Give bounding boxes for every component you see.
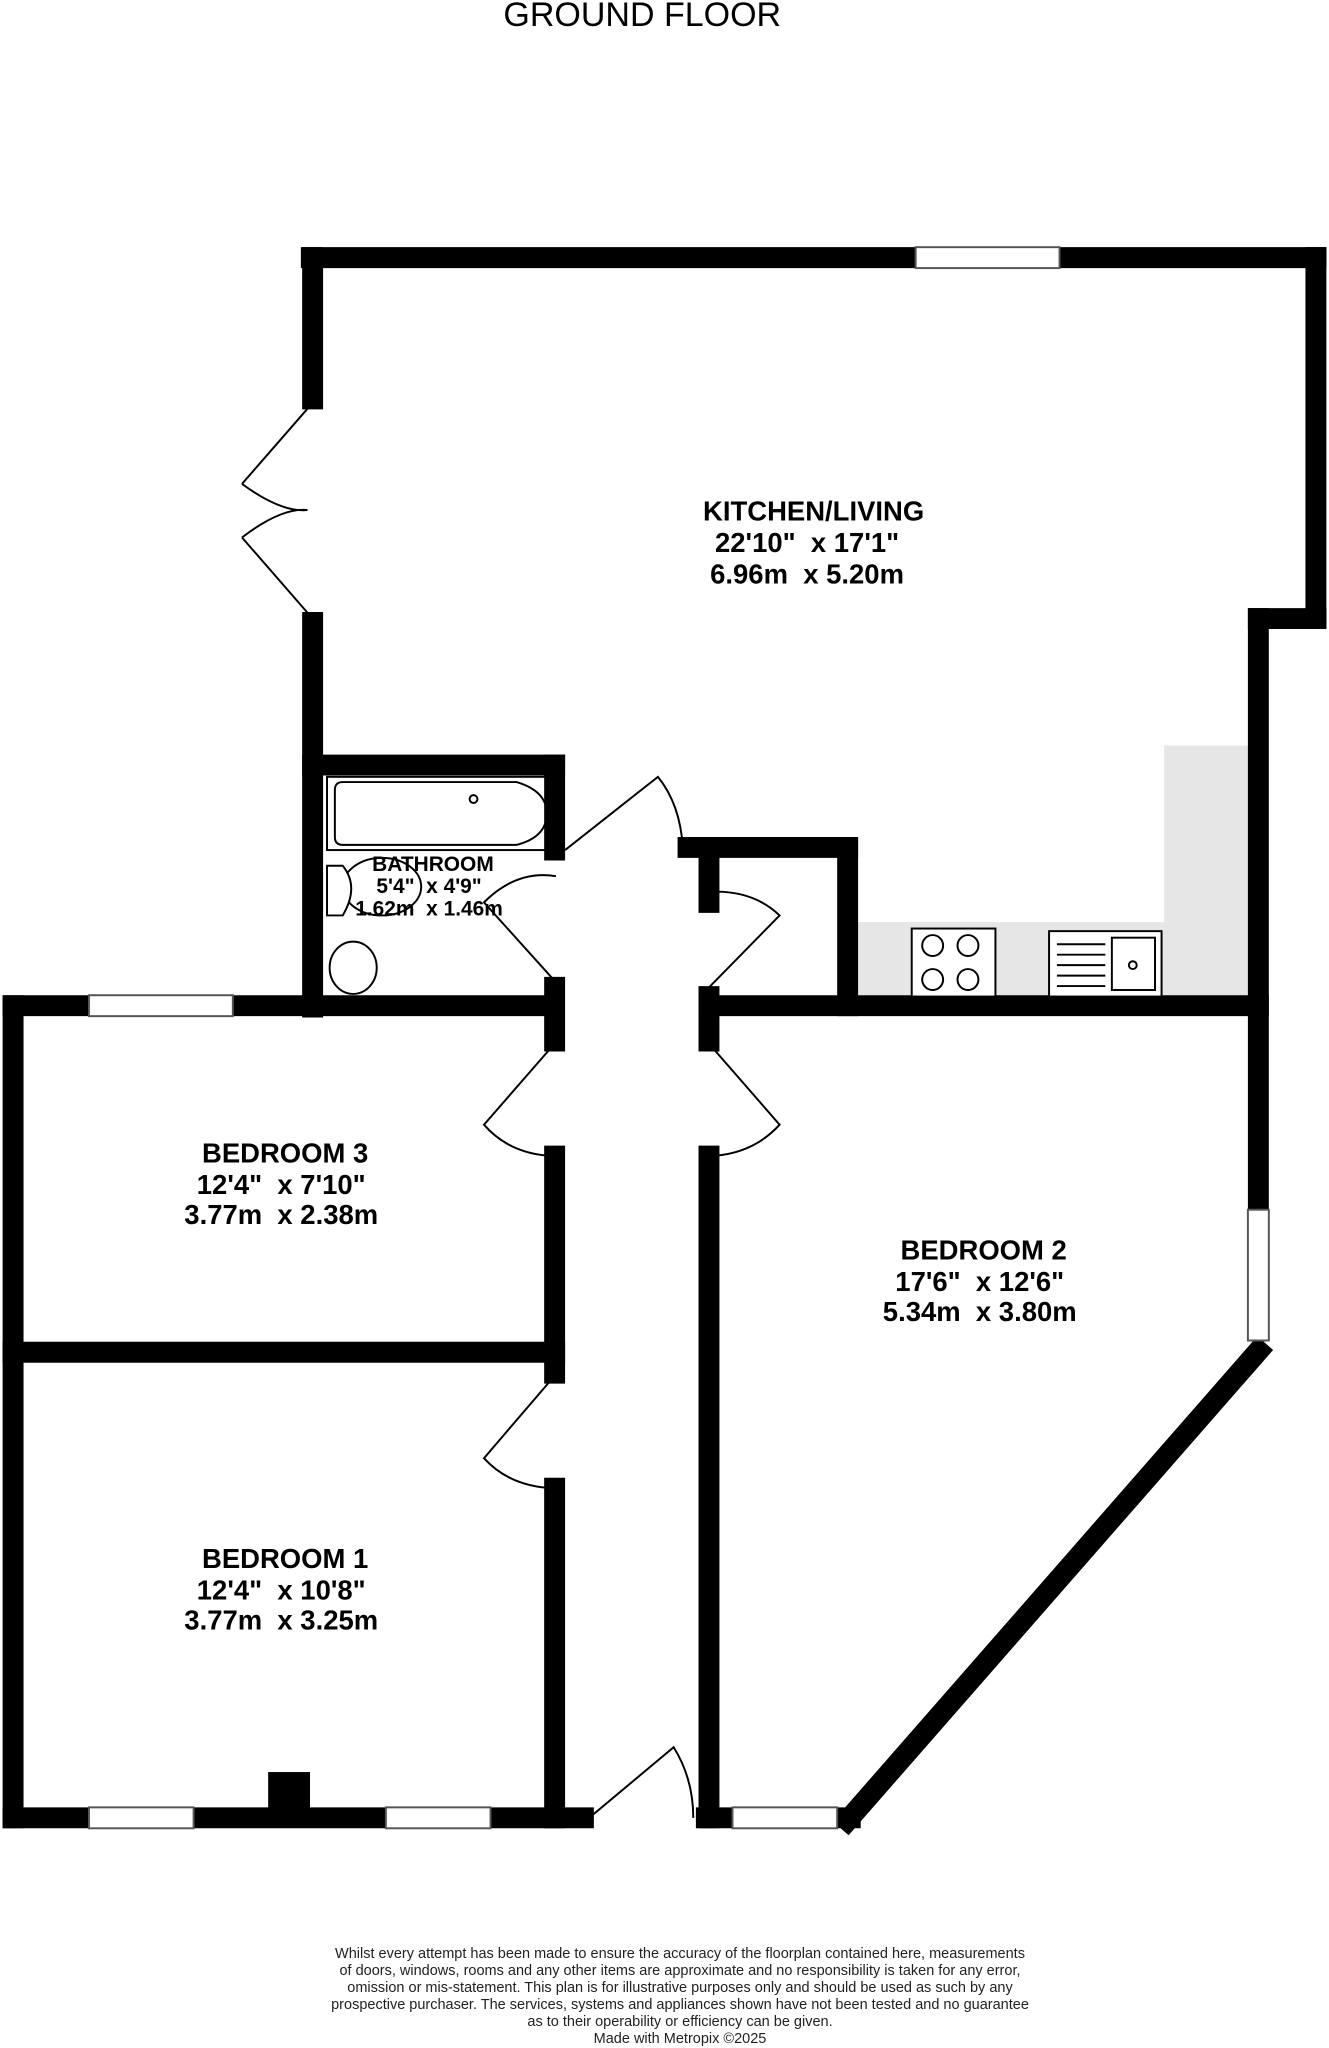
walls — [2, 247, 1327, 1836]
svg-text:KITCHEN/LIVING: KITCHEN/LIVING — [703, 496, 924, 527]
disclaimer-line: Whilst every attempt has been made to en… — [335, 1946, 1025, 1962]
svg-text:BATHROOM: BATHROOM — [372, 853, 494, 876]
room-bedroom-3: BEDROOM 3 12'4" x 7'10" 3.77m x 2.38m — [184, 1138, 378, 1230]
disclaimer: Whilst every attempt has been made to en… — [280, 1946, 1080, 2048]
disclaimer-line: omission or mis-statement. This plan is … — [347, 1980, 1013, 1996]
toilet — [326, 856, 423, 917]
svg-text:5'4" x 4'9": 5'4" x 4'9" — [376, 875, 481, 898]
svg-text:3.77m x 3.25m: 3.77m x 3.25m — [184, 1605, 378, 1636]
room-bedroom-1: BEDROOM 1 12'4" x 10'8" 3.77m x 3.25m — [184, 1543, 378, 1635]
svg-text:12'4" x 10'8": 12'4" x 10'8" — [197, 1574, 366, 1605]
svg-text:22'10" x 17'1": 22'10" x 17'1" — [715, 527, 899, 558]
room-kitchen-living: KITCHEN/LIVING 22'10" x 17'1" 6.96m x 5.… — [703, 496, 924, 590]
room-bathroom: BATHROOM 5'4" x 4'9" 1.62m x 1.46m — [355, 853, 503, 920]
chimney-block — [268, 1772, 311, 1812]
svg-text:BEDROOM 2: BEDROOM 2 — [901, 1234, 1067, 1265]
hob — [910, 927, 997, 998]
svg-text:3.77m x 2.38m: 3.77m x 2.38m — [184, 1199, 378, 1230]
svg-text:12'4" x 7'10": 12'4" x 7'10" — [197, 1169, 366, 1200]
washbasin — [328, 940, 378, 995]
disclaimer-line: prospective purchaser. The services, sys… — [331, 1997, 1029, 2013]
disclaimer-line: of doors, windows, rooms and any other i… — [339, 1963, 1021, 1979]
windows — [87, 246, 1270, 1830]
sink — [1048, 930, 1163, 998]
doors — [241, 402, 782, 1822]
svg-text:5.34m x 3.80m: 5.34m x 3.80m — [883, 1296, 1077, 1327]
svg-text:6.96m x 5.20m: 6.96m x 5.20m — [710, 558, 904, 589]
credit: Made with Metropix ©2025 — [593, 2031, 767, 2047]
disclaimer-line: as to their operability or efficiency ca… — [527, 2014, 833, 2030]
room-bedroom-2: BEDROOM 2 17'6" x 12'6" 5.34m x 3.80m — [883, 1234, 1077, 1326]
svg-text:BEDROOM 1: BEDROOM 1 — [202, 1543, 368, 1574]
floor-title: GROUND FLOOR — [503, 0, 781, 34]
svg-text:BEDROOM 3: BEDROOM 3 — [202, 1138, 368, 1169]
svg-text:17'6" x 12'6": 17'6" x 12'6" — [895, 1266, 1064, 1297]
bathtub — [326, 775, 548, 852]
svg-text:1.62m x 1.46m: 1.62m x 1.46m — [355, 897, 503, 920]
